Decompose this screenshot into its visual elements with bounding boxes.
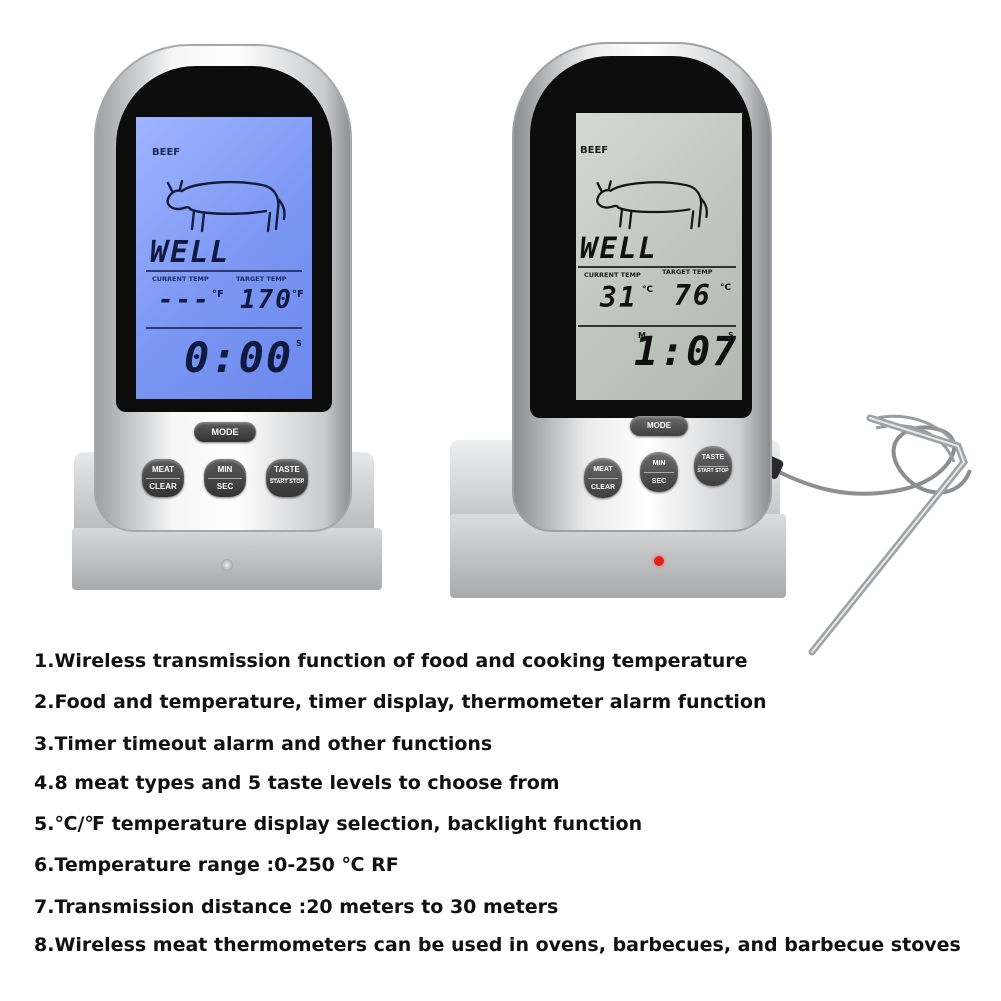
left-lcd-screen: BEEF WELL CURRENT TEMP TARGET TEMP --- °… [136, 117, 312, 399]
left-timer-unit: S [296, 339, 302, 348]
right-timer-unit: S [728, 331, 734, 340]
left-target-temp: 170 [240, 285, 293, 315]
left-sec-label-btn: SEC [216, 482, 234, 491]
right-min-label-btn: MIN [652, 460, 666, 467]
left-divider-2 [146, 327, 302, 329]
right-timer-min-unit: M [638, 331, 646, 340]
feature-item-7: 7.Transmission distance :20 meters to 30… [34, 896, 559, 918]
right-current-unit: °C [642, 285, 654, 295]
feature-item-6: 6.Temperature range :0-250 ℃ RF [34, 854, 399, 876]
right-stand-indicator [654, 556, 664, 566]
left-target-temp-label: TARGET TEMP [236, 275, 287, 283]
right-divider-2 [578, 325, 736, 327]
right-clear-label-btn: CLEAR [590, 484, 616, 491]
left-timer: 0:00 [184, 333, 294, 382]
right-timer: 1:07 [634, 329, 739, 375]
right-target-temp: 76 [674, 279, 712, 312]
right-meat-clear-button[interactable]: MEAT CLEAR [584, 458, 622, 498]
right-divider-1 [578, 266, 736, 268]
left-divider-1 [146, 270, 302, 272]
feature-item-1: 1.Wireless transmission function of food… [34, 650, 748, 672]
right-thermometer: BEEF WELL CURRENT TEMP TARGET TEMP 31 °C… [430, 0, 1001, 680]
feature-item-2: 2.Food and temperature, timer display, t… [34, 691, 767, 713]
right-target-temp-label: TARGET TEMP [662, 268, 713, 276]
left-meat-label-btn: MEAT [151, 465, 175, 474]
right-min-sec-button[interactable]: MIN SEC [640, 452, 678, 492]
right-meat-label-btn: MEAT [593, 466, 613, 473]
right-current-temp: 31 [600, 281, 638, 314]
left-clear-label-btn: CLEAR [149, 482, 177, 491]
right-doneness: WELL [580, 231, 658, 265]
left-thermometer: BEEF WELL CURRENT TEMP TARGET TEMP --- °… [0, 0, 500, 620]
left-min-sec-button[interactable]: MIN SEC [204, 459, 246, 497]
right-start-stop-label-btn: START STOP [697, 468, 729, 474]
feature-item-5: 5.℃/℉ temperature display selection, bac… [34, 813, 643, 835]
right-taste-label-btn: TASTE [701, 454, 725, 461]
left-start-stop-label-btn: START STOP [269, 479, 305, 485]
feature-item-8: 8.Wireless meat thermometers can be used… [34, 934, 961, 956]
left-current-unit: °F [212, 289, 224, 300]
left-meat-label: BEEF [152, 147, 181, 158]
feature-item-3: 3.Timer timeout alarm and other function… [34, 733, 493, 755]
right-target-unit: °C [720, 283, 732, 293]
left-taste-start-button[interactable]: TASTE START STOP [266, 459, 308, 497]
left-stand-indicator [221, 559, 233, 571]
left-meat-clear-button[interactable]: MEAT CLEAR [142, 459, 184, 497]
feature-list: 1.Wireless transmission function of food… [0, 640, 1001, 980]
right-current-temp-label: CURRENT TEMP [584, 271, 641, 279]
right-mode-button[interactable]: MODE [630, 416, 688, 436]
left-cow-icon [166, 179, 286, 233]
left-mode-button[interactable]: MODE [194, 422, 256, 442]
left-min-label-btn: MIN [217, 465, 233, 474]
left-doneness: WELL [150, 235, 231, 270]
probe-icon [808, 414, 968, 656]
left-target-unit: °F [292, 289, 304, 300]
right-lcd-screen: BEEF WELL CURRENT TEMP TARGET TEMP 31 °C… [576, 113, 742, 400]
feature-item-4: 4.8 meat types and 5 taste levels to cho… [34, 772, 560, 794]
left-current-temp: --- [158, 285, 211, 315]
left-current-temp-label: CURRENT TEMP [152, 275, 209, 283]
right-cow-icon [596, 180, 708, 230]
left-taste-label-btn: TASTE [274, 465, 300, 474]
right-meat-label: BEEF [580, 145, 609, 156]
right-taste-start-button[interactable]: TASTE START STOP [694, 446, 732, 486]
right-sec-label-btn: SEC [651, 478, 667, 485]
